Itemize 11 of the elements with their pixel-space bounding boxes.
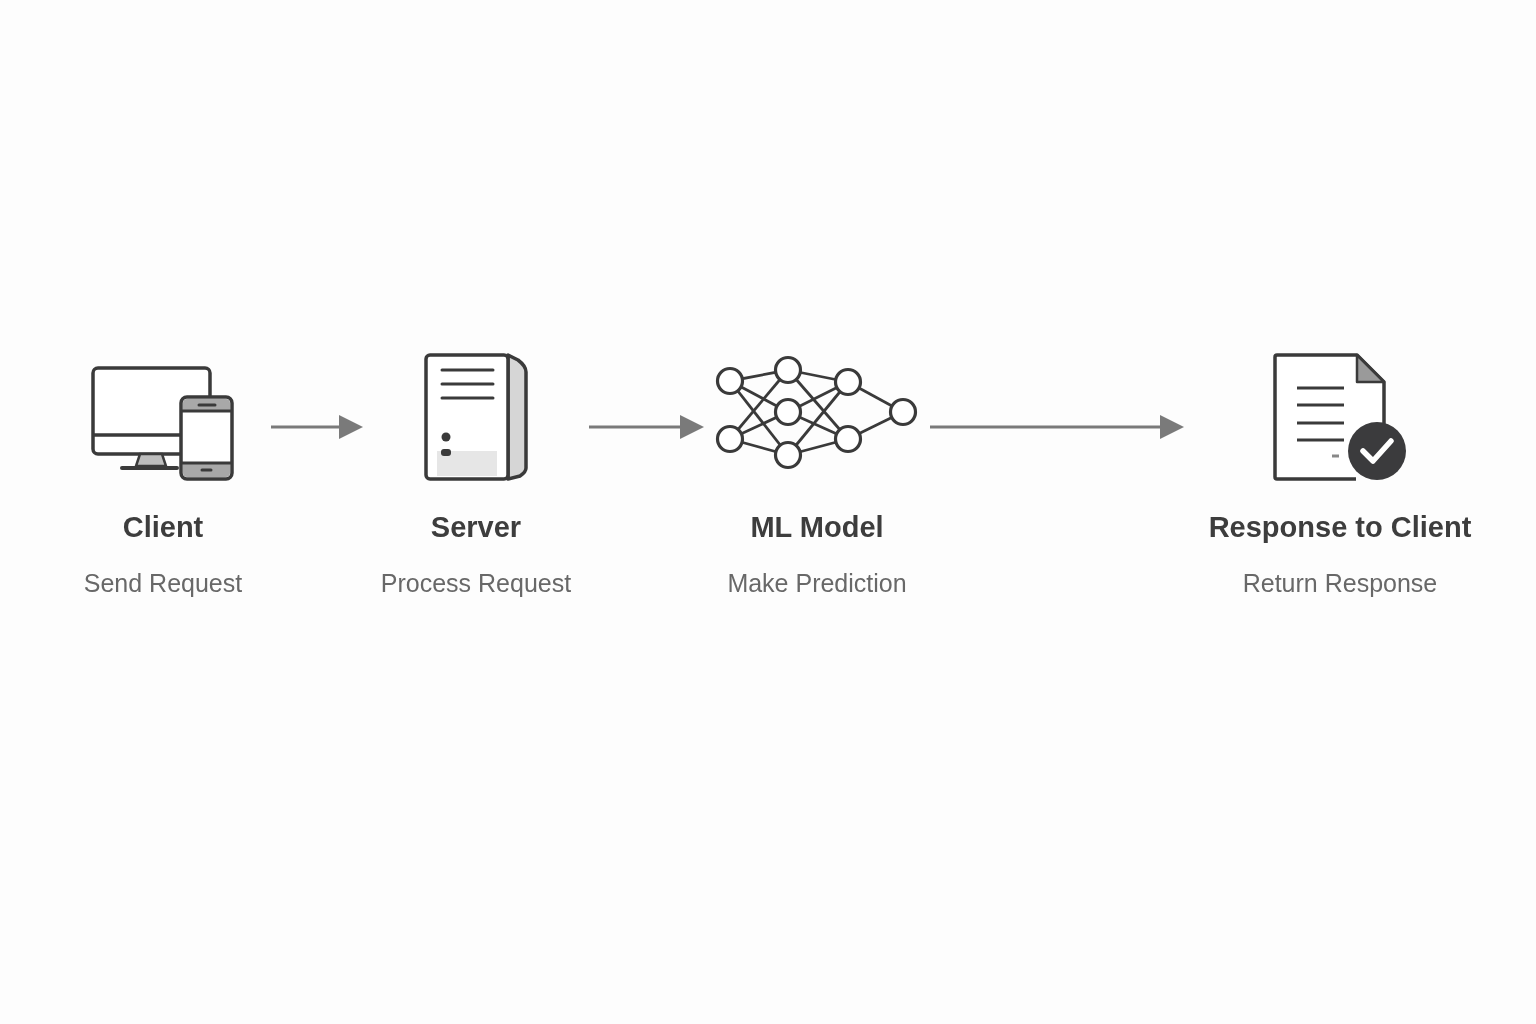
node-title: ML Model	[750, 510, 884, 545]
node-subtitle: Make Prediction	[727, 568, 907, 598]
node-title: Server	[430, 510, 522, 545]
node-title: Response to Client	[1208, 510, 1472, 545]
node-title: Client	[122, 510, 204, 545]
arrow	[271, 415, 363, 439]
node-subtitle: Send Request	[83, 568, 243, 598]
node-subtitle: Return Response	[1242, 568, 1438, 598]
arrow	[589, 415, 704, 439]
node-subtitle: Process Request	[380, 568, 572, 598]
arrow	[930, 415, 1184, 439]
